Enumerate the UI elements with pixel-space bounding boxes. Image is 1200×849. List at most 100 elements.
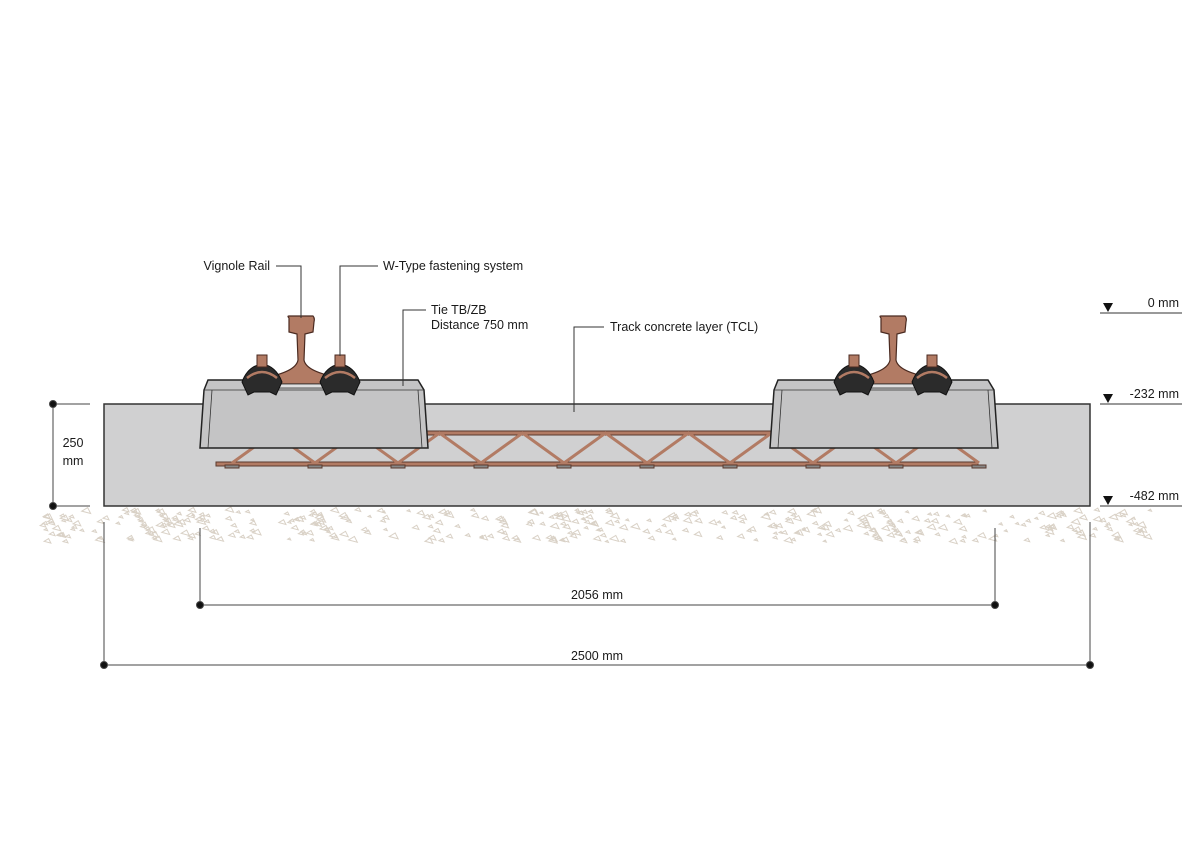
gravel-stone xyxy=(801,526,811,533)
gravel-stone xyxy=(148,530,160,538)
gravel-stone xyxy=(890,526,897,531)
gravel-stone xyxy=(892,529,899,534)
gravel-stone xyxy=(682,516,693,524)
gravel-stone xyxy=(1023,537,1031,543)
gravel-stone xyxy=(91,528,98,534)
gravel-stone xyxy=(405,508,412,513)
svg-text:-232 mm: -232 mm xyxy=(1130,387,1179,401)
gravel-stone xyxy=(376,507,386,514)
gravel-stone xyxy=(427,513,435,519)
fastener-guide-plate xyxy=(241,363,283,396)
gravel-stone xyxy=(68,514,75,519)
gravel-stone xyxy=(38,522,47,528)
gravel-stone xyxy=(366,514,373,519)
gravel-stone xyxy=(561,523,572,530)
label-tie-type: Tie TB/ZB xyxy=(431,303,487,317)
gravel-stone xyxy=(554,514,565,521)
gravel-stone xyxy=(1127,522,1134,527)
gravel-stone xyxy=(1046,512,1058,520)
gravel-stone xyxy=(176,518,187,526)
gravel-stone xyxy=(1132,521,1140,527)
gravel-stone xyxy=(912,539,919,544)
truss-spacer xyxy=(307,464,323,469)
gravel-stone xyxy=(229,522,238,528)
gravel-stone xyxy=(573,507,581,513)
w-type-fastener xyxy=(319,354,361,396)
gravel-stone xyxy=(1104,521,1112,527)
gravel-stone xyxy=(480,515,490,522)
gravel-stone xyxy=(619,538,627,544)
gravel-stone xyxy=(286,520,292,525)
gravel-stone xyxy=(768,509,777,515)
gravel-stone xyxy=(64,533,72,539)
gravel-stone xyxy=(878,510,886,516)
gravel-stone xyxy=(172,535,182,542)
fastener-bolt xyxy=(256,354,268,368)
truss-spacer xyxy=(390,464,406,469)
gravel-stone xyxy=(339,514,351,522)
gravel-stone xyxy=(1048,524,1056,529)
gravel-stone xyxy=(670,517,678,522)
gravel-stone xyxy=(248,520,258,526)
gravel-stone xyxy=(512,537,522,543)
gravel-stone xyxy=(790,537,797,542)
gravel-stone xyxy=(774,522,784,529)
gravel-stone xyxy=(861,521,871,528)
truss-bottom-chord xyxy=(215,461,979,467)
gravel-stone xyxy=(137,519,144,523)
gravel-stone xyxy=(380,510,387,514)
gravel-stone xyxy=(245,534,255,540)
gravel-stone xyxy=(581,517,587,522)
gravel-stone xyxy=(661,515,673,523)
gravel-stone xyxy=(1033,516,1039,521)
gravel-stone xyxy=(283,511,291,516)
fastener-guide-plate xyxy=(319,363,361,396)
level-marker-0: 0 mm xyxy=(1100,296,1182,314)
gravel-stone xyxy=(1106,526,1114,532)
gravel-stone xyxy=(688,510,699,517)
gravel-stone xyxy=(873,535,883,542)
gravel-stone xyxy=(856,521,868,529)
gravel-stone xyxy=(834,527,842,533)
gravel-stone xyxy=(599,532,608,538)
gravel-stone xyxy=(1059,538,1066,543)
gravel-stone xyxy=(559,510,570,517)
gravel-stone xyxy=(880,524,891,532)
gravel-stone xyxy=(208,534,217,540)
gravel-stone xyxy=(301,531,308,536)
truss-spacer xyxy=(473,464,489,469)
gravel-stone xyxy=(427,534,437,541)
gravel-stone xyxy=(549,522,560,530)
gravel-stone xyxy=(1044,533,1051,538)
gravel-stone xyxy=(187,506,197,514)
w-type-fastener xyxy=(911,354,953,396)
gravel-stone xyxy=(997,522,1004,526)
gravel-stone xyxy=(1039,524,1048,531)
gravel-stone xyxy=(432,527,442,534)
gravel-stone xyxy=(1118,508,1129,516)
gravel-stone xyxy=(277,519,287,526)
gravel-stone xyxy=(571,529,582,536)
gravel-stone xyxy=(1147,508,1153,513)
gravel-stone xyxy=(926,523,937,531)
gravel-stone xyxy=(647,535,656,541)
truss-spacer xyxy=(224,464,240,469)
gravel-stone xyxy=(443,510,455,519)
gravel-stone xyxy=(1072,507,1084,514)
gravel-stone xyxy=(187,536,194,541)
gravel-stone xyxy=(816,524,827,531)
gravel-stone xyxy=(784,517,795,525)
gravel-stone xyxy=(127,537,134,542)
tie-left xyxy=(199,379,429,449)
gravel-stone xyxy=(976,532,987,539)
gravel-stone xyxy=(1076,533,1088,541)
gravel-stone xyxy=(227,532,237,538)
gravel-stone xyxy=(900,537,907,542)
gravel-stone xyxy=(145,526,157,534)
gravel-stone xyxy=(316,519,326,526)
gravel-stone xyxy=(1088,532,1097,538)
gravel-stone xyxy=(1138,528,1145,533)
gravel-stone xyxy=(1091,526,1099,531)
gravel-stone xyxy=(1020,522,1027,528)
gravel-stone xyxy=(421,513,432,521)
